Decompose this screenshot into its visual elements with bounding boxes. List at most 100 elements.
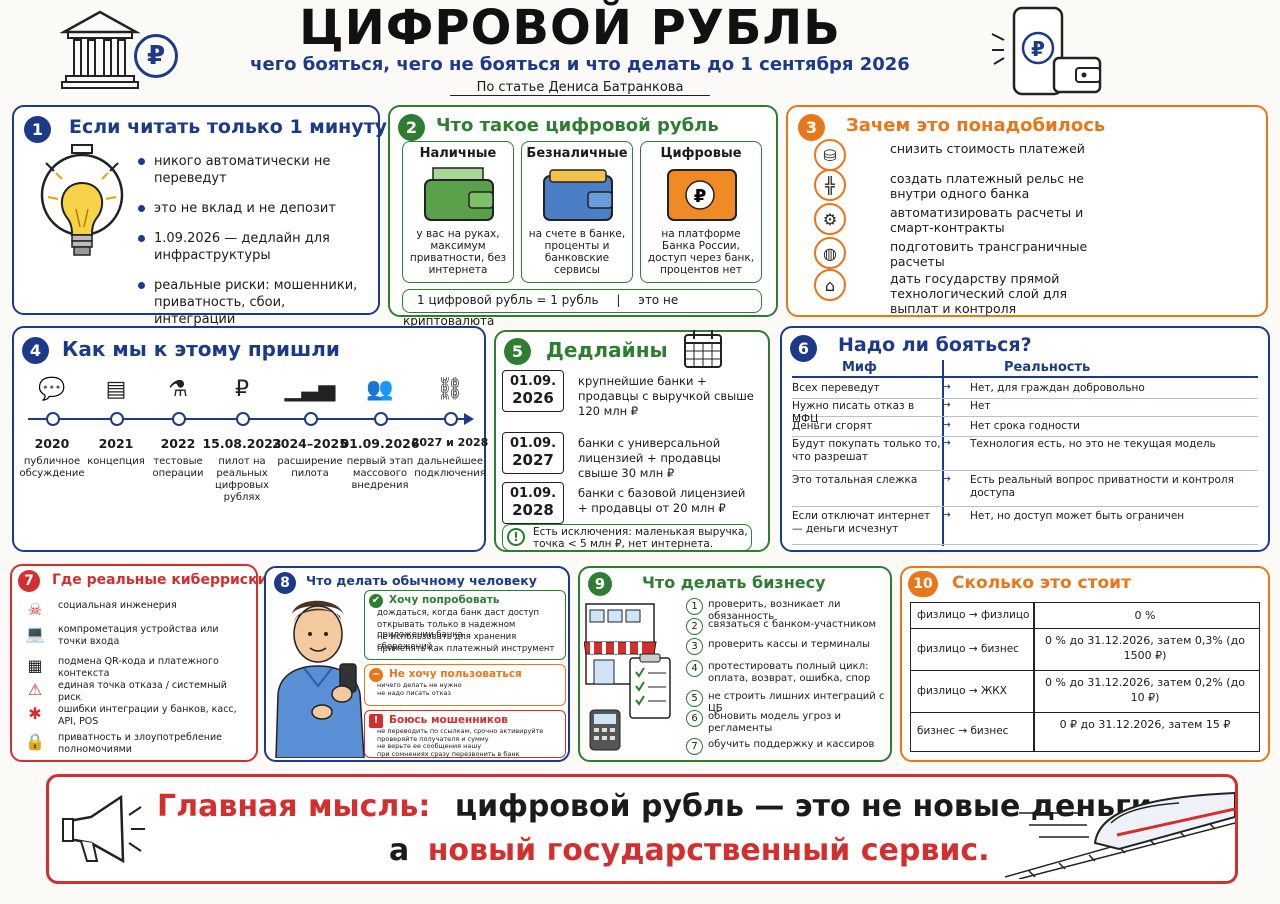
- timeline-dot: [46, 412, 60, 426]
- takeaway-text-2a: а: [389, 833, 410, 868]
- warning-icon: ⚠: [27, 679, 43, 699]
- timeline-desc: расширение пилота: [277, 456, 343, 479]
- panel-cyber-risks: 7 Где реальные киберриски ☠социальная ин…: [10, 564, 267, 762]
- gear-icon: ⚙: [814, 203, 846, 235]
- deadline-year: 2026: [512, 389, 554, 407]
- timeline-desc: дальнейшее подключения: [414, 456, 486, 479]
- cost-route: физлицо → бизнес: [917, 643, 1019, 655]
- cost-price: 0 % до 31.12.2026, затем 0,2% (до 10 ₽): [1045, 676, 1245, 704]
- panel-number: 10: [908, 571, 938, 597]
- reason-text: дать государству прямой технологический …: [890, 271, 1067, 316]
- reason-text: создать платежный рельс не внутри одного…: [890, 171, 1084, 201]
- panel-number: 1: [24, 116, 51, 143]
- deadline-text: банки с универсальной лицензией + продав…: [578, 436, 721, 480]
- cost-price: 0 ₽ до 31.12.2026, затем 15 ₽: [1059, 718, 1231, 731]
- timeline-year: 2021: [98, 436, 134, 451]
- deadline-date-badge: 01.09.2027: [502, 432, 564, 474]
- panel-number: 4: [22, 337, 49, 364]
- megaphone-icon: [61, 791, 147, 875]
- minus-circle-icon: −: [369, 668, 383, 682]
- growth-chart-icon: ▁▃▅: [284, 376, 336, 402]
- column-divider: [942, 360, 944, 546]
- action-box-title: Боюсь мошенников: [389, 714, 508, 726]
- timeline-desc: первый этап массового внедрения: [346, 456, 414, 491]
- action-box-item: не надо писать отказ: [377, 688, 451, 697]
- panel-title: Что делать обычному человеку: [306, 573, 537, 588]
- reality-text: Нет: [970, 400, 991, 412]
- check-circle-icon: ✔: [369, 594, 383, 608]
- people-icon: 👥: [366, 376, 394, 402]
- action-box-item: применять как платежный инструмент: [377, 644, 555, 654]
- reality-text: Есть реальный вопрос приватности и контр…: [970, 474, 1234, 499]
- document-icon: ▤: [105, 376, 127, 402]
- myth-header: Миф: [842, 360, 877, 375]
- action-box-item: не переводить по ссылкам, срочно активир…: [377, 727, 544, 735]
- panel-title: Где реальные киберриски: [52, 572, 268, 588]
- action-box-title: Хочу попробовать: [389, 594, 500, 606]
- qr-code-icon: ▦: [27, 655, 43, 675]
- panel-number: 6: [790, 335, 817, 362]
- panel-title: Надо ли бояться?: [838, 334, 1032, 356]
- page-title: ЦИФРОВОЙ РУБЛЬ: [299, 0, 841, 56]
- timeline-year: 2027 и 2028: [411, 436, 489, 449]
- timeline-dot: [172, 412, 186, 426]
- reason-text: снизить стоимость платежей: [890, 141, 1085, 156]
- timeline-desc: тестовые операции: [152, 456, 204, 479]
- step-text: не строить лишних интеграций с ЦБ: [708, 691, 885, 714]
- takeaway-text-1: цифровой рубль — это не новые деньги,: [454, 789, 1164, 824]
- panel-one-minute: 1 Если читать только 1 минуту никого авт…: [12, 105, 387, 327]
- digital-wallet-icon: ₽: [666, 166, 738, 226]
- action-box-title: Не хочу пользоваться: [389, 668, 522, 680]
- deadline-date: 01.09.: [509, 374, 557, 389]
- timeline-year: 2020: [34, 436, 70, 451]
- person-with-phone-illustration: [270, 594, 370, 762]
- bank-building-icon: [59, 8, 141, 90]
- panel-why: 3 Зачем это понадобилось ⛁снизить стоимо…: [786, 105, 1268, 317]
- note-equality: 1 цифровой рубль = 1 рубль: [417, 293, 599, 307]
- reality-text: Нет, но доступ может быть ограничен: [970, 510, 1185, 522]
- summary-item: никого автоматически не переведут: [138, 153, 368, 187]
- card-title: Наличные: [419, 146, 497, 161]
- risk-text: социальная инженерия: [58, 600, 177, 611]
- panel-what-is: 2 Что такое цифровой рубль Наличные у ва…: [388, 105, 778, 328]
- myth-row: Будут покупать только то, что разрешат→Т…: [792, 436, 1258, 471]
- page-subtitle: чего бояться, чего не бояться и что дела…: [250, 54, 910, 75]
- panel-title: Что делать бизнесу: [642, 573, 826, 592]
- step-number: 2: [686, 618, 703, 635]
- card-cash: Наличные у вас на руках, максимум приват…: [402, 141, 514, 283]
- panel-title: Что такое цифровой рубль: [436, 115, 719, 136]
- arrow-right-icon: →: [942, 381, 951, 393]
- deadline-text: банки с базовой лицензией + продавцы от …: [578, 486, 746, 515]
- rails-icon: ╬: [814, 169, 846, 201]
- ruble-coin-icon: ₽: [134, 34, 178, 78]
- step-number: 4: [686, 660, 703, 677]
- myth-text: Деньги сгорят: [792, 420, 873, 432]
- hacker-icon: ☠: [27, 599, 43, 619]
- reason-text: автоматизировать расчеты и смарт-контрак…: [890, 205, 1084, 235]
- cash-wallet-icon: [423, 166, 495, 226]
- panel-deadlines: 5 Дедлайны ! Есть исключения: маленькая …: [494, 330, 770, 552]
- action-box-item: при сомнениях сразу перезвонить в банк: [377, 749, 520, 758]
- summary-item: реальные риски: мошенники, приватность, …: [138, 277, 368, 328]
- panel-title: Как мы к этому пришли: [62, 337, 340, 361]
- step-text: обучить поддержку и кассиров: [708, 739, 875, 750]
- phone-wallet-icon: ₽: [990, 6, 1110, 100]
- step-text: связаться с банком-участником: [708, 619, 877, 630]
- panel-title: Дедлайны: [546, 338, 668, 362]
- action-box-item: проверяйте получателя и сумму: [377, 734, 489, 743]
- timeline-arrow-icon: [464, 413, 474, 425]
- coins-icon: ⛁: [814, 139, 846, 171]
- action-box-item: не использовать для хранения сбережений: [377, 632, 517, 652]
- myth-text: Нужно писать отказ в МФЦ: [792, 400, 915, 425]
- panel-number: 3: [798, 114, 825, 141]
- stopwatch-lightbulb-icon: [32, 143, 132, 283]
- takeaway-text-2b: новый государственный сервис.: [427, 833, 990, 868]
- card-text: у вас на руках, максимум приватности, бе…: [409, 228, 507, 276]
- step-number: 6: [686, 710, 703, 727]
- myth-row: Нужно писать отказ в МФЦ→Нет: [792, 398, 1258, 425]
